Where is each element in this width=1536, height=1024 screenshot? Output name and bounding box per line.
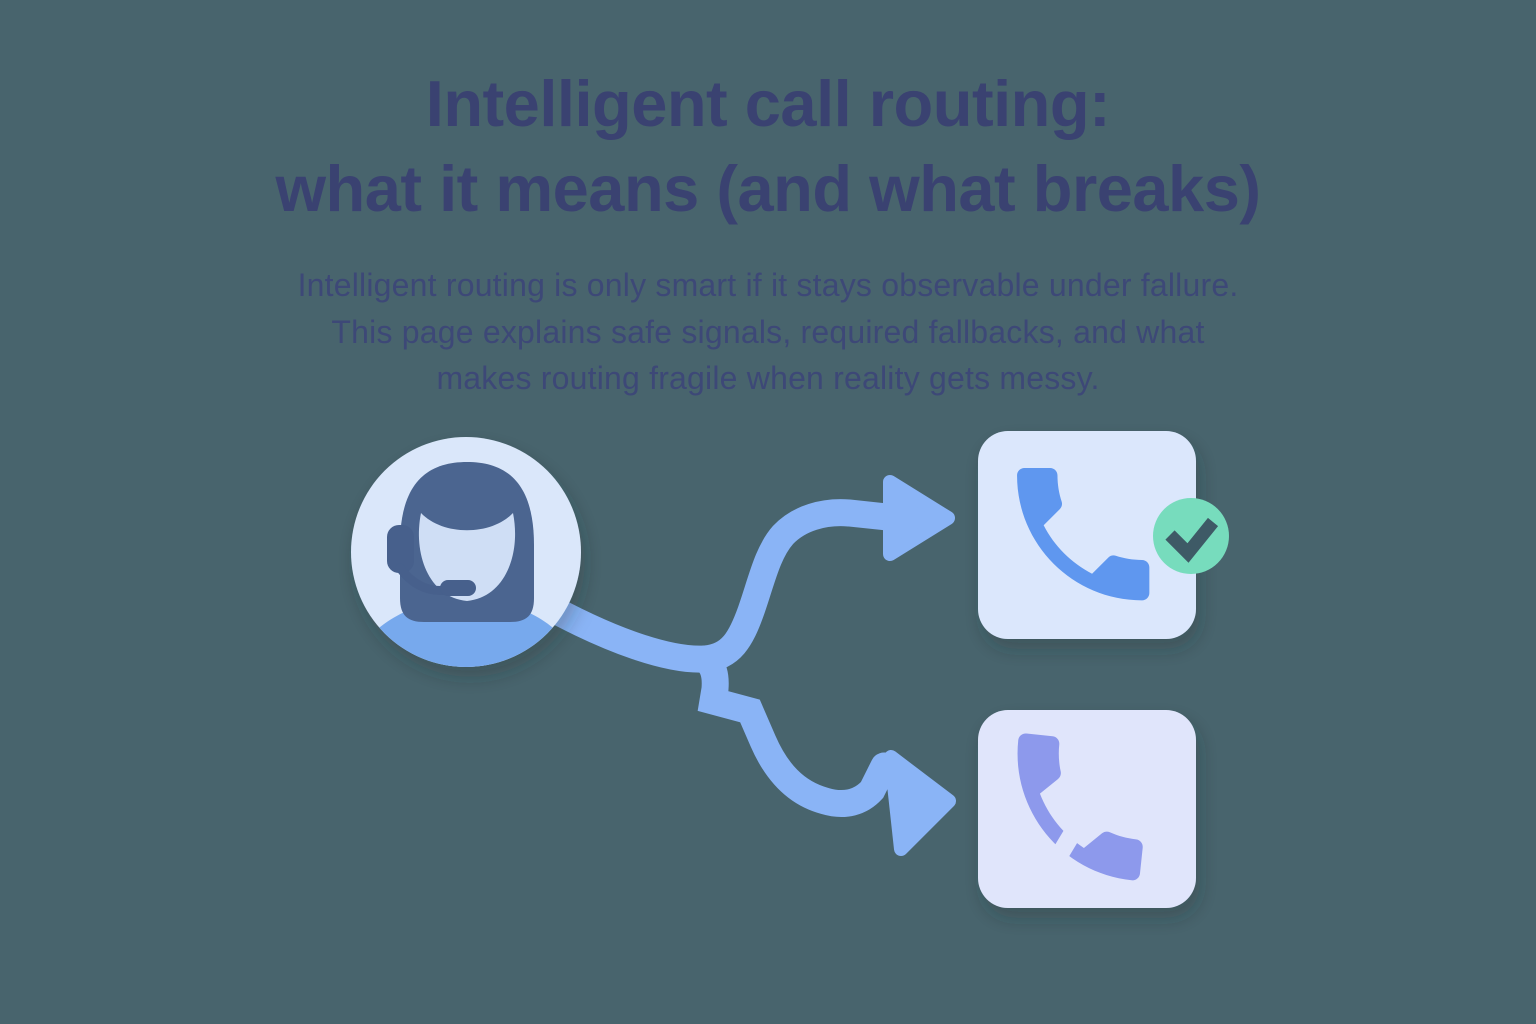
route-failed-path <box>691 645 898 817</box>
route-success-path <box>526 499 901 673</box>
route-failed-arrowhead-icon <box>884 750 956 856</box>
check-icon <box>1165 517 1219 563</box>
status-badge-success <box>1153 498 1229 574</box>
card-call-success <box>978 431 1196 639</box>
broken-phone-handset-icon <box>1017 733 1143 906</box>
headset-earcup-icon <box>387 525 414 573</box>
title-line-2: what it means (and what breaks) <box>275 151 1261 225</box>
subtitle-line-3: makes routing fragile when reality gets … <box>436 360 1100 397</box>
subtitle-line-1: Intelligent routing is only smart if it … <box>297 267 1239 303</box>
subtitle-line-2: This page explains safe signals, require… <box>331 313 1205 350</box>
phone-break-gap <box>1025 782 1107 906</box>
page-title: Intelligent call routing: what it means … <box>0 62 1536 231</box>
card-call-failed <box>978 710 1196 908</box>
page-subtitle: Intelligent routing is only smart if it … <box>0 262 1536 402</box>
headset-mic-icon <box>440 580 476 596</box>
agent-face <box>418 513 516 601</box>
title-line-1: Intelligent call routing: <box>425 67 1111 140</box>
phone-handset-icon <box>1017 468 1150 601</box>
branching-arrows-icon <box>526 475 956 856</box>
agent-shoulders <box>351 600 581 667</box>
route-success-arrowhead-icon <box>883 475 955 561</box>
check-circle-icon <box>1153 498 1229 574</box>
support-agent-headset-icon <box>351 437 581 667</box>
